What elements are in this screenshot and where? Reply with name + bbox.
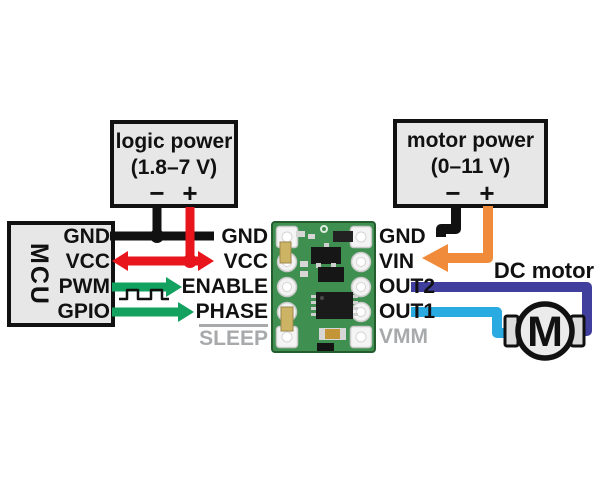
- phase-arrowhead: [178, 302, 194, 322]
- motor-power-range: (0–11 V): [430, 155, 511, 178]
- pcb-hole: [355, 231, 367, 243]
- board-pin-label: PHASE: [195, 300, 268, 323]
- pcb-component: [353, 301, 358, 304]
- pcb-component: [325, 329, 340, 339]
- wire-out1: [411, 307, 506, 338]
- pcb-component: [353, 313, 358, 316]
- pcb-component: [316, 263, 321, 268]
- wire-vin: [446, 206, 493, 263]
- pcb-component: [353, 295, 358, 298]
- pcb-component: [311, 295, 316, 298]
- board-pin-label: VCC: [223, 250, 268, 273]
- board-pin-label: GND: [221, 225, 268, 248]
- board-pin-label: GND: [379, 225, 426, 248]
- mcu-pin-pwm: PWM: [58, 275, 110, 298]
- motor-power-title: motor power: [406, 129, 535, 152]
- board-pin-gnd-left: GND: [140, 224, 268, 250]
- board-pin-label: VIN: [379, 250, 415, 273]
- mcu-pin-gpio: GPIO: [57, 300, 110, 323]
- pcb-hole: [281, 331, 293, 343]
- junction-dot-vcc: [183, 254, 197, 268]
- pcb-component: [300, 261, 308, 267]
- board-pin-label: SLEEP: [199, 324, 268, 349]
- pcb-component: [331, 263, 336, 268]
- board-pin-label: ENABLE: [181, 275, 268, 298]
- board-pin-out2: OUT2: [379, 274, 499, 300]
- pcb-board: [271, 221, 376, 353]
- pcb-hole: [281, 231, 293, 243]
- board-pin-vcc: VCC: [140, 249, 268, 275]
- pcb-component: [320, 296, 324, 300]
- pcb-component: [317, 343, 334, 351]
- dc-motor-label: DC motor: [493, 258, 595, 283]
- pcb-component: [353, 307, 358, 310]
- pcb-component: [308, 234, 315, 239]
- board-pin-out1: OUT1: [379, 299, 499, 325]
- wire-motor-gnd: [436, 206, 461, 237]
- pcb-component: [311, 307, 316, 310]
- motor-power-minus-terminal: −: [445, 178, 461, 208]
- pcb-component: [311, 313, 316, 316]
- pcb-components: [279, 225, 358, 351]
- pcb-component: [316, 292, 353, 319]
- mcu-pin-vcc: VCC: [65, 250, 110, 273]
- pcb-component: [311, 301, 316, 304]
- pcb-hole: [355, 331, 367, 343]
- pcb-component: [311, 247, 341, 264]
- pcb-component: [324, 243, 329, 248]
- junction-dot-gnd: [150, 229, 164, 243]
- pcb-substrate: [271, 221, 376, 353]
- pcb-hole: [356, 282, 366, 292]
- board-pin-label: VMM: [379, 325, 428, 348]
- board-pin-phase: PHASE: [140, 299, 268, 325]
- logic-power-range: (1.8–7 V): [130, 156, 218, 179]
- mcu-title: MCU: [25, 243, 53, 306]
- pcb-component: [318, 267, 344, 282]
- logic-power-text: logic power (1.8–7 V): [114, 124, 234, 181]
- logic-power-minus-terminal: −: [149, 178, 165, 208]
- pwm-signal-icon: [119, 288, 169, 301]
- pcb-component: [296, 231, 305, 237]
- logic-power-title: logic power: [115, 130, 233, 153]
- pcb-component: [300, 271, 308, 277]
- pcb-hole: [356, 307, 366, 317]
- board-pin-label: OUT2: [379, 275, 436, 298]
- board-pin-gnd-right: GND: [379, 224, 499, 250]
- motor-power-plus-terminal: +: [479, 178, 495, 208]
- mcu-pin-gnd: GND: [63, 225, 110, 248]
- board-pin-vmm: VMM: [379, 324, 499, 350]
- pcb-component: [333, 231, 353, 242]
- pcb-component: [280, 306, 294, 332]
- vin-arrowhead: [422, 244, 448, 272]
- pcb-component: [320, 225, 328, 233]
- motor-power-text: motor power (0–11 V): [397, 123, 544, 180]
- vcc-arrowhead-left: [112, 251, 128, 271]
- board-pin-sleep: SLEEP: [140, 324, 268, 350]
- motor-symbol: M: [527, 308, 563, 356]
- vcc-arrowhead-right: [198, 251, 214, 271]
- dc-motor-symbol: M: [503, 301, 586, 361]
- motor-power-box: motor power (0–11 V) − +: [393, 119, 548, 208]
- enable-arrowhead: [166, 277, 182, 297]
- motor-body: [515, 301, 575, 361]
- pcb-hole: [282, 282, 292, 292]
- logic-power-box: logic power (1.8–7 V) − +: [110, 120, 238, 208]
- board-pin-label: OUT1: [379, 300, 436, 323]
- pcb-component: [279, 241, 292, 264]
- mcu-box: [7, 221, 115, 327]
- logic-power-plus-terminal: +: [182, 178, 198, 208]
- board-pin-vin: VIN: [379, 249, 499, 275]
- board-pin-enable: ENABLE: [140, 274, 268, 300]
- pcb-hole: [356, 257, 366, 267]
